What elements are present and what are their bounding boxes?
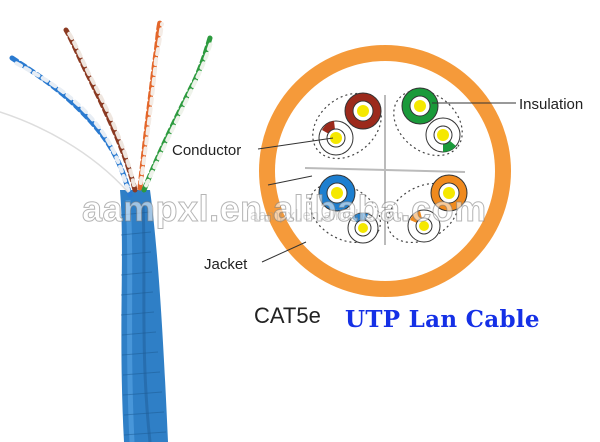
label-conductor: Conductor (172, 142, 241, 159)
caption-cable-type: UTP Lan Cable (345, 306, 540, 333)
caption-category: CAT5e (254, 303, 321, 329)
watermark-small: aampxl.en.alibaba.com (250, 207, 404, 224)
cable-illustration (0, 22, 212, 442)
cross-section (258, 45, 516, 297)
twisted-pairs (0, 22, 212, 195)
label-insulation: Insulation (519, 96, 583, 113)
label-jacket: Jacket (204, 256, 247, 273)
